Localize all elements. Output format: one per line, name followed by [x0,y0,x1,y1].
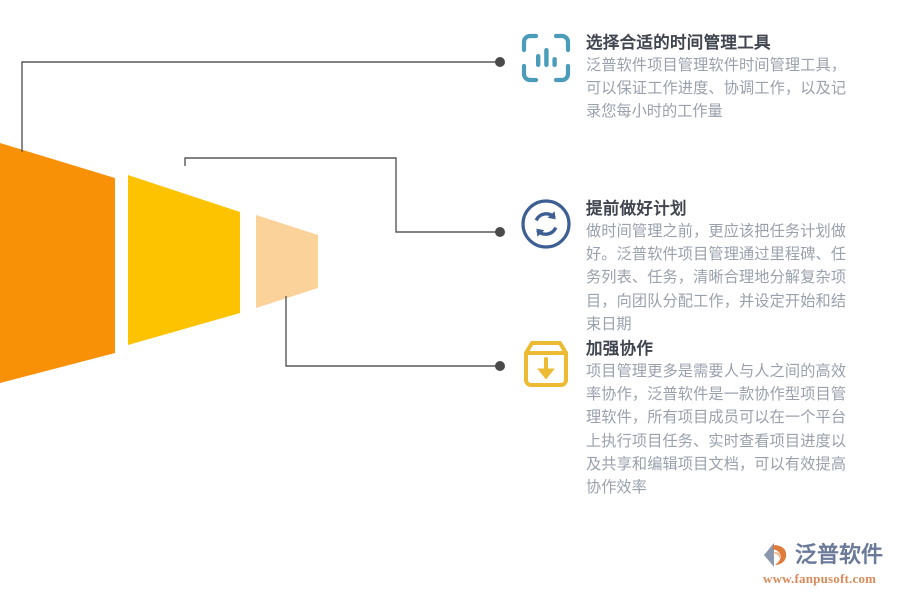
connector-dot-1 [495,57,505,67]
feature-item-plan-ahead: 提前做好计划 做时间管理之前，更应该把任务计划做好。泛普软件项目管理通过里程碑、… [520,198,846,336]
funnel-stage-large [0,143,115,383]
brand-name: 泛普软件 [795,542,884,567]
connector-line-2 [184,157,498,233]
feature-title: 加强协作 [586,339,654,358]
brand-logo: 泛普软件 www.fanpusoft.com [762,540,892,588]
feature-body: 项目管理更多是需要人与人之间的高效率协作，泛普软件是一款协作型项目管理软件，所有… [586,363,846,497]
box-download-icon [520,338,572,390]
connector-dot-2 [495,227,505,237]
connector-dot-3 [495,361,505,371]
funnel-stage-medium [128,175,240,345]
connector-line-1 [21,61,498,152]
feature-text-block: 提前做好计划 做时间管理之前，更应该把任务计划做好。泛普软件项目管理通过里程碑、… [586,198,846,336]
feature-body: 泛普软件项目管理软件时间管理工具，可以保证工作进度、协调工作，以及记录您每小时的… [586,57,846,121]
feature-text-block: 选择合适的时间管理工具 泛普软件项目管理软件时间管理工具，可以保证工作进度、协调… [586,32,846,124]
brand-url: www.fanpusoft.com [763,571,877,586]
feature-item-time-tool: 选择合适的时间管理工具 泛普软件项目管理软件时间管理工具，可以保证工作进度、协调… [520,32,846,124]
feature-text-block: 加强协作 项目管理更多是需要人与人之间的高效率协作，泛普软件是一款协作型项目管理… [586,338,846,499]
fanpu-swoosh-icon [762,540,792,570]
bar-chart-frame-icon [520,32,572,84]
feature-title: 提前做好计划 [586,199,687,218]
connector-line-3 [285,296,498,367]
sync-refresh-circle-icon [520,198,572,250]
feature-title: 选择合适的时间管理工具 [586,33,771,52]
funnel-stage-small [256,215,318,308]
feature-item-collaboration: 加强协作 项目管理更多是需要人与人之间的高效率协作，泛普软件是一款协作型项目管理… [520,338,846,499]
feature-body: 做时间管理之前，更应该把任务计划做好。泛普软件项目管理通过里程碑、任务列表、任务… [586,223,846,333]
brand-logo-row: 泛普软件 [762,540,892,570]
